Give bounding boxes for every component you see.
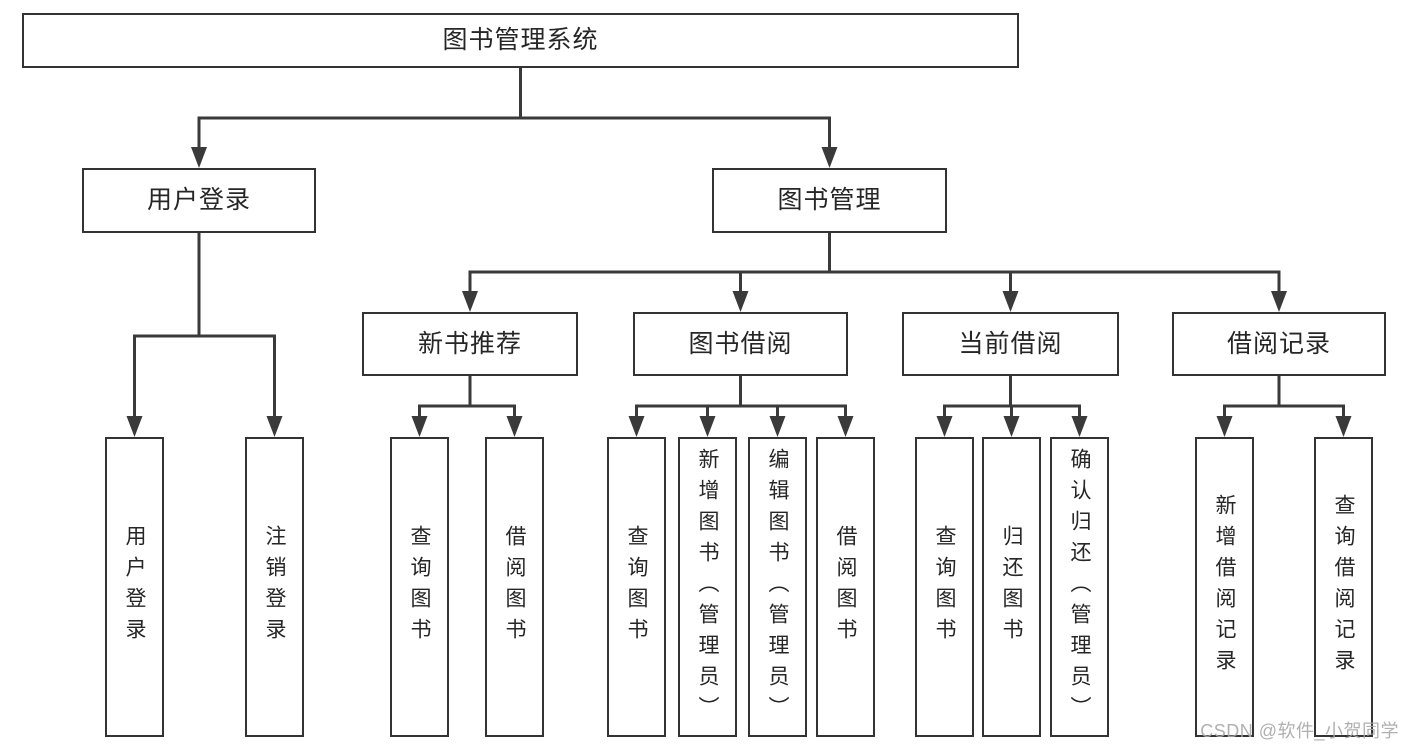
leaf-borrow-books-2: 借阅图书 <box>816 437 875 737</box>
leaf-query-borrow-record-label: 查询借阅记录 <box>1332 494 1355 680</box>
leaf-add-borrow-record-label: 新增借阅记录 <box>1213 494 1236 680</box>
node-book-borrow: 图书借阅 <box>633 312 848 376</box>
node-current-borrow: 当前借阅 <box>902 312 1119 376</box>
node-current-borrow-label: 当前借阅 <box>958 329 1063 358</box>
leaf-edit-book-admin-label: 编辑图书（管理员） <box>766 447 789 727</box>
leaf-return-book: 归还图书 <box>982 437 1041 737</box>
leaf-return-book-label: 归还图书 <box>1000 525 1023 649</box>
node-book-management-label: 图书管理 <box>777 186 882 214</box>
leaf-logout: 注销登录 <box>245 437 304 737</box>
node-borrow-records-label: 借阅记录 <box>1226 329 1331 358</box>
leaf-borrow-books-1: 借阅图书 <box>485 437 544 737</box>
node-new-book-recommend-label: 新书推荐 <box>417 329 522 358</box>
watermark-text: CSDN @软件_小贺同学 <box>1200 721 1399 741</box>
leaf-query-books-1: 查询图书 <box>390 437 449 737</box>
node-user-login: 用户登录 <box>82 168 316 233</box>
leaf-add-book-admin-label: 新增图书（管理员） <box>696 447 719 727</box>
node-root: 图书管理系统 <box>22 13 1019 68</box>
leaf-logout-label: 注销登录 <box>263 525 286 649</box>
leaf-borrow-books-1-label: 借阅图书 <box>503 525 526 649</box>
leaf-user-login: 用户登录 <box>105 437 164 737</box>
node-root-label: 图书管理系统 <box>442 26 599 54</box>
leaf-borrow-books-2-label: 借阅图书 <box>834 525 857 649</box>
node-book-management: 图书管理 <box>712 168 947 233</box>
leaf-query-borrow-record: 查询借阅记录 <box>1314 437 1373 737</box>
leaf-query-books-3-label: 查询图书 <box>933 525 956 649</box>
leaf-confirm-return-admin-label: 确认归还（管理员） <box>1068 447 1091 727</box>
node-new-book-recommend: 新书推荐 <box>362 312 578 376</box>
node-user-login-label: 用户登录 <box>146 186 251 214</box>
leaf-add-book-admin: 新增图书（管理员） <box>678 437 737 737</box>
leaf-edit-book-admin: 编辑图书（管理员） <box>748 437 807 737</box>
leaf-add-borrow-record: 新增借阅记录 <box>1195 437 1254 737</box>
leaf-query-books-2-label: 查询图书 <box>625 525 648 649</box>
leaf-query-books-3: 查询图书 <box>915 437 974 737</box>
leaf-user-login-label: 用户登录 <box>123 525 146 649</box>
leaf-query-books-2: 查询图书 <box>607 437 666 737</box>
leaf-query-books-1-label: 查询图书 <box>408 525 431 649</box>
node-book-borrow-label: 图书借阅 <box>688 329 793 358</box>
node-borrow-records: 借阅记录 <box>1172 312 1386 376</box>
leaf-confirm-return-admin: 确认归还（管理员） <box>1050 437 1109 737</box>
